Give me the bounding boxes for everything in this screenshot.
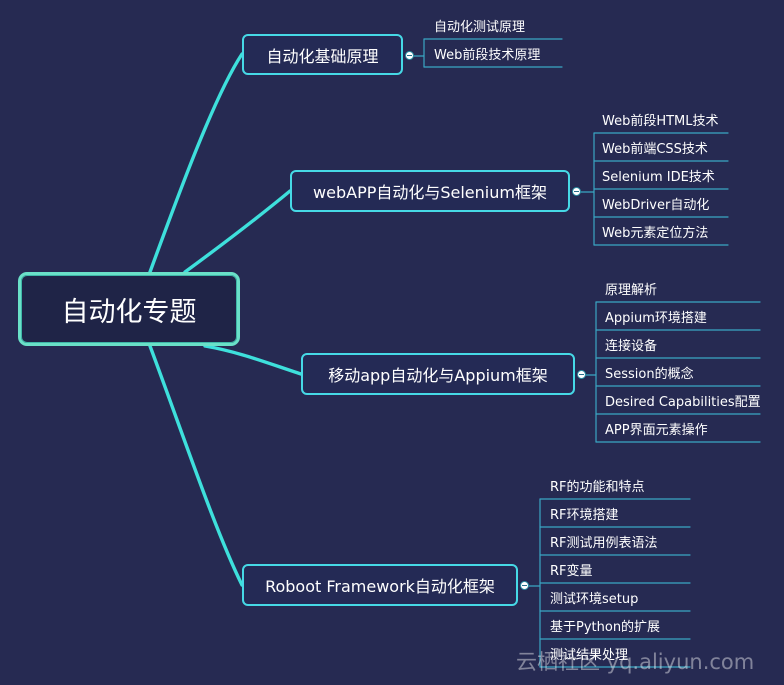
leaf-item[interactable]: RF测试用例表语法 (550, 536, 658, 551)
topic-label: webAPP自动化与Selenium框架 (313, 183, 547, 202)
collapse-toggle-icon[interactable] (572, 187, 581, 196)
main-branches (148, 52, 303, 587)
leaf-item[interactable]: RF的功能和特点 (550, 480, 645, 495)
watermark: 云栖社区 yq.aliyun.com (516, 650, 755, 674)
leaf-item[interactable]: Desired Capabilities配置 (605, 395, 761, 410)
leaf-item[interactable]: 原理解析 (605, 283, 658, 298)
main-branch-line (148, 344, 244, 587)
topic-label: 移动app自动化与Appium框架 (328, 366, 548, 385)
topic-webapp-selenium[interactable]: webAPP自动化与Selenium框架 (290, 170, 570, 212)
leaf-connectors (409, 38, 761, 668)
root-node[interactable]: 自动化专题 (18, 272, 240, 346)
leaf-item[interactable]: Web元素定位方法 (602, 226, 709, 241)
collapse-toggle-icon[interactable] (520, 581, 529, 590)
leaf-item[interactable]: 测试结果处理 (550, 648, 629, 663)
collapse-toggle-icon[interactable] (405, 51, 414, 60)
leaf-item[interactable]: Session的概念 (605, 367, 694, 382)
topic-label: 自动化基础原理 (266, 46, 379, 66)
root-label: 自动化专题 (61, 296, 197, 328)
main-branch-line (203, 344, 303, 376)
main-branch-line (183, 189, 292, 274)
leaf-item[interactable]: 连接设备 (605, 339, 658, 354)
topic-mobile-appium[interactable]: 移动app自动化与Appium框架 (301, 353, 575, 395)
leaf-item[interactable]: Selenium IDE技术 (602, 170, 715, 185)
leaf-item[interactable]: RF环境搭建 (550, 508, 619, 523)
leaf-item[interactable]: APP界面元素操作 (605, 423, 708, 438)
topic-robot-framework[interactable]: Roboot Framework自动化框架 (242, 564, 518, 606)
leaf-item[interactable]: RF变量 (550, 564, 593, 579)
topic-label: Roboot Framework自动化框架 (265, 577, 495, 596)
leaf-item[interactable]: 测试环境setup (550, 592, 639, 607)
topic-basics[interactable]: 自动化基础原理 (242, 34, 403, 75)
leaf-item[interactable]: 自动化测试原理 (434, 20, 526, 35)
leaf-item[interactable]: 基于Python的扩展 (550, 620, 661, 635)
leaf-item[interactable]: Web前段技术原理 (434, 48, 541, 63)
leaf-item[interactable]: Web前段HTML技术 (602, 114, 719, 129)
leaf-item[interactable]: Web前端CSS技术 (602, 142, 708, 157)
main-branch-line (148, 52, 244, 274)
leaf-item[interactable]: WebDriver自动化 (602, 198, 710, 213)
collapse-toggle-icon[interactable] (577, 370, 586, 379)
leaf-item[interactable]: Appium环境搭建 (605, 311, 707, 326)
